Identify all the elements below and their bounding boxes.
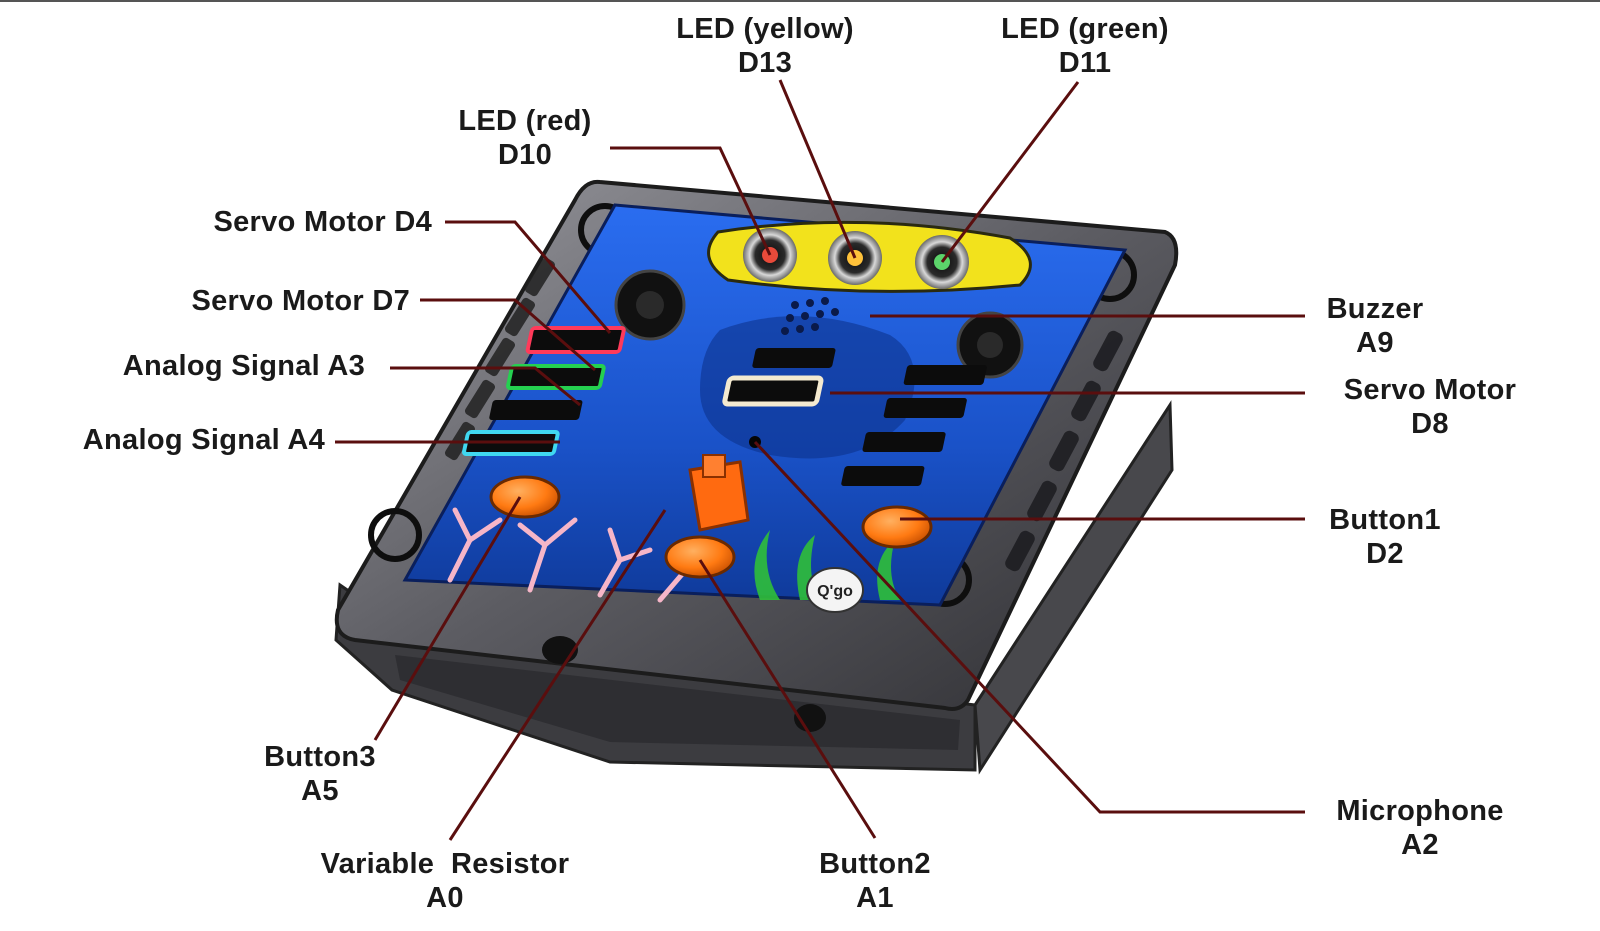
label-servo-d4-text: Servo Motor D4	[213, 206, 432, 238]
label-analog-a4-text: Analog Signal A4	[82, 424, 325, 456]
case-right-face	[973, 400, 1174, 775]
label-servo-d7-text: Servo Motor D7	[191, 285, 410, 317]
label-variable-resistor-name: Variable Resistor	[320, 848, 570, 880]
label-led-yellow-name: LED (yellow)	[676, 13, 854, 45]
connector-slots-left	[462, 326, 626, 456]
leader-variable-resistor	[448, 509, 667, 841]
slot-analog-a3	[489, 400, 583, 420]
seaweed-decoration	[754, 530, 900, 600]
label-buzzer-name: Buzzer	[1326, 293, 1424, 325]
round-port-right-inner	[977, 332, 1003, 358]
label-led-red-name: LED (red)	[458, 105, 592, 137]
connector-slots-right	[722, 348, 987, 486]
label-led-red-pin: D10	[497, 139, 553, 171]
slot-servo-d7	[506, 364, 606, 390]
label-buzzer-pin: A9	[1356, 327, 1394, 359]
label-led-green-pin: D11	[1058, 47, 1112, 79]
leader-led-yellow	[778, 79, 857, 259]
leader-servo-d4	[445, 220, 612, 334]
label-servo-d8-pin: D8	[1411, 408, 1449, 440]
button1-cap	[861, 505, 933, 549]
label-servo-d8-name: Servo Motor	[1343, 374, 1517, 406]
board-logo-text: Q'go	[817, 583, 853, 600]
leader-led-red	[610, 146, 772, 256]
label-led-green-name: LED (green)	[1001, 13, 1169, 45]
label-analog-a4: Analog Signal A4	[0, 423, 325, 457]
board-logo: Q'go	[806, 567, 864, 613]
label-microphone: Microphone A2	[1305, 794, 1535, 862]
label-button1: Button1 D2	[1305, 503, 1465, 571]
slot-servo-d8	[722, 375, 824, 407]
led-bezel	[707, 220, 1032, 293]
label-microphone-name: Microphone	[1336, 795, 1504, 827]
label-servo-d8: Servo Motor D8	[1310, 373, 1550, 441]
label-variable-resistor-pin: A0	[426, 882, 464, 914]
label-button1-pin: D2	[1366, 538, 1404, 570]
variable-resistor-knob	[688, 454, 750, 532]
button3-cap	[489, 475, 561, 519]
label-led-yellow-pin: D13	[737, 47, 793, 79]
leader-button3	[373, 496, 522, 741]
button2-cap	[664, 535, 736, 579]
label-led-red: LED (red) D10	[420, 104, 630, 172]
label-button2: Button2 A1	[795, 847, 955, 915]
buzzer-holes	[781, 297, 839, 335]
label-button3: Button3 A5	[240, 740, 400, 808]
label-servo-d7: Servo Motor D7	[100, 284, 410, 318]
round-port-left-inner	[636, 291, 664, 319]
label-microphone-pin: A2	[1401, 829, 1439, 861]
case-ribs-right	[1005, 330, 1123, 572]
label-servo-d4: Servo Motor D4	[120, 205, 432, 239]
label-button2-name: Button2	[819, 848, 931, 880]
label-button2-pin: A1	[856, 882, 894, 914]
label-led-green: LED (green) D11	[965, 12, 1205, 80]
label-analog-a3-text: Analog Signal A3	[122, 350, 365, 382]
side-port	[794, 704, 826, 732]
leader-analog-a3	[390, 366, 581, 407]
label-analog-a3: Analog Signal A3	[30, 349, 365, 383]
leader-servo-d7	[420, 298, 596, 372]
leader-button2	[698, 559, 877, 839]
label-button3-pin: A5	[301, 775, 339, 807]
label-button3-name: Button3	[264, 741, 376, 773]
top-border	[0, 0, 1600, 2]
leader-lines	[335, 79, 1305, 841]
label-button1-name: Button1	[1329, 504, 1441, 536]
leader-led-green	[940, 81, 1080, 263]
label-led-yellow: LED (yellow) D13	[640, 12, 890, 80]
label-buzzer: Buzzer A9	[1300, 292, 1450, 360]
label-variable-resistor: Variable Resistor A0	[275, 847, 615, 915]
leader-microphone	[753, 440, 1305, 814]
